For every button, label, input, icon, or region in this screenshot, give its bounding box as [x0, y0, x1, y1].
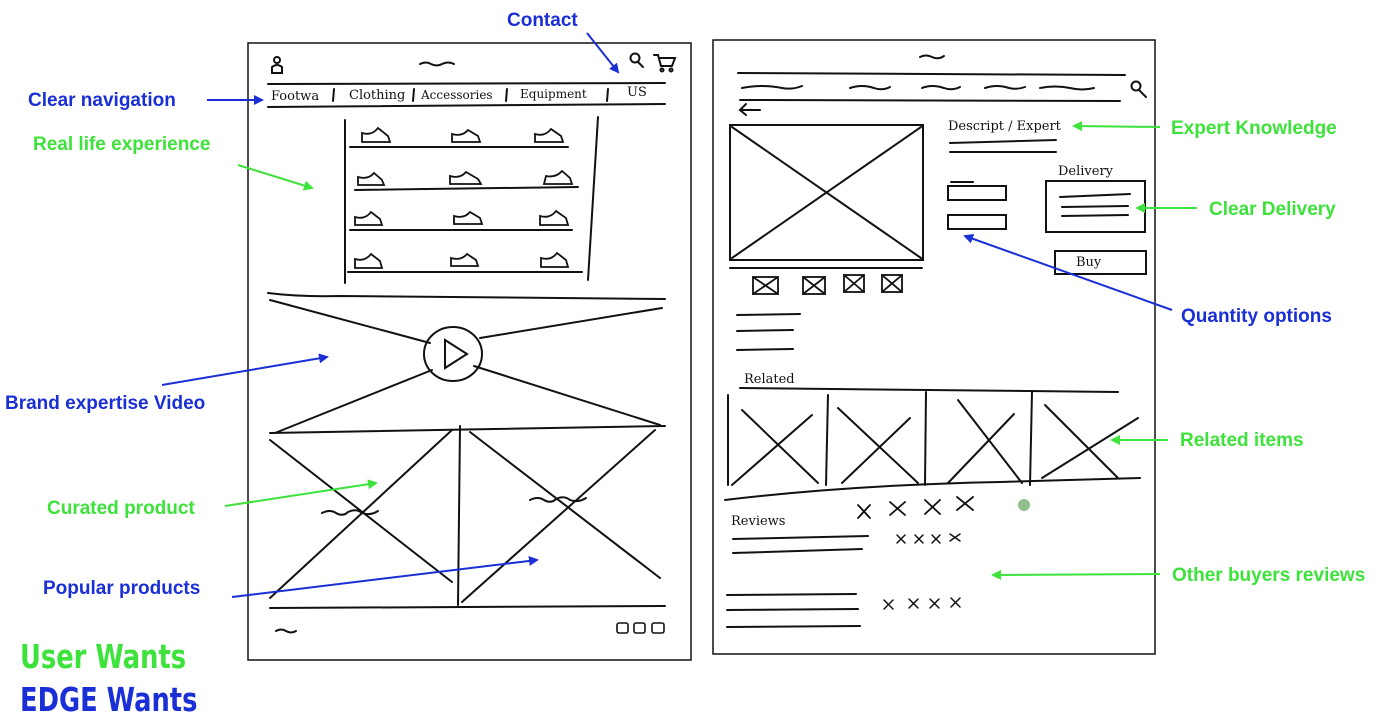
search-icon [629, 52, 644, 68]
description-heading: Descript / Expert [948, 119, 1061, 134]
reviews-heading: Reviews [731, 514, 786, 529]
annotation-curated-product: Curated product [47, 498, 195, 519]
arrow-quantity [963, 233, 1173, 311]
quantity-option-boxes [947, 181, 1007, 230]
user-icon [271, 56, 283, 74]
annotation-clear-navigation: Clear navigation [28, 90, 176, 111]
annotation-other-buyers-reviews: Other buyers reviews [1172, 565, 1366, 586]
arrow-curated [224, 479, 378, 507]
thumbnail-images [752, 274, 903, 295]
shoe-icons [354, 126, 574, 269]
nav-item-us: US [627, 85, 647, 100]
logo-squiggle [419, 61, 455, 67]
arrow-expert [1072, 121, 1161, 132]
arrow-popular [231, 555, 539, 598]
arrow-real-life [237, 164, 314, 191]
footer-squiggle [275, 628, 297, 634]
rating-stars [857, 496, 974, 519]
video-bottom-edge [269, 425, 666, 434]
nav-item-footwear: Footwa [271, 89, 320, 104]
annotation-expert-knowledge: Expert Knowledge [1171, 118, 1337, 139]
arrow-contact [586, 32, 620, 74]
video-top-edge [267, 292, 666, 300]
cart-icon [653, 54, 677, 73]
annotation-brand-expertise-video: Brand expertise Video [5, 393, 206, 414]
legend-edge-wants: EDGE Wants [20, 680, 198, 719]
shelf-right-edge [587, 116, 599, 281]
green-dot [1018, 499, 1030, 511]
annotation-popular-products: Popular products [43, 578, 201, 599]
back-arrow-icon [738, 103, 761, 116]
home-page-frame [247, 42, 692, 661]
annotation-real-life-experience: Real life experience [33, 134, 211, 155]
nav-item-equipment: Equipment [520, 87, 587, 101]
annotation-clear-delivery: Clear Delivery [1209, 199, 1336, 220]
related-heading: Related [744, 372, 795, 387]
play-icon [423, 326, 483, 382]
annotation-contact: Contact [507, 10, 578, 31]
delivery-heading: Delivery [1058, 164, 1114, 179]
legend-user-wants: User Wants [20, 637, 187, 676]
review-stars-2 [883, 597, 961, 610]
product-search-icon [1130, 80, 1147, 98]
annotation-quantity-options: Quantity options [1181, 306, 1332, 327]
product-page-frame [712, 39, 1156, 655]
product-image [729, 124, 924, 261]
arrow-reviews [991, 569, 1161, 580]
review-stars-1 [896, 533, 961, 544]
buy-label: Buy [1076, 255, 1102, 270]
social-icons [616, 622, 665, 634]
arrow-brand-video [161, 353, 329, 386]
buy-button-sketch [1054, 250, 1147, 275]
annotation-related-items: Related items [1180, 430, 1304, 451]
related-item-crosses [731, 399, 1139, 486]
delivery-box [1045, 180, 1146, 233]
nav-item-accessories: Accessories [421, 88, 493, 102]
nav-item-clothing: Clothing [349, 88, 406, 103]
